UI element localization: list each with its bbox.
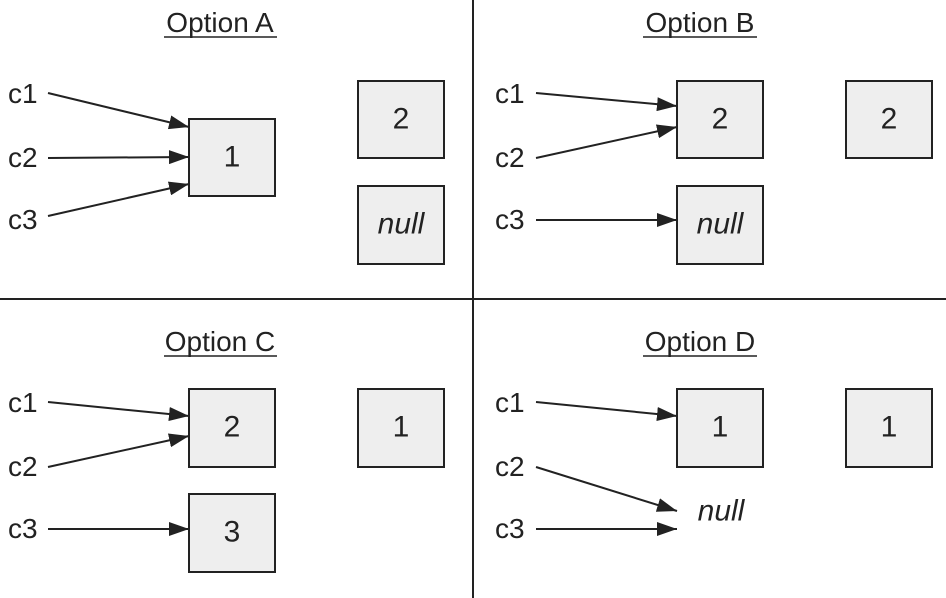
object-value: 3 — [224, 516, 241, 549]
object-box: null — [357, 185, 445, 265]
reference-arrow — [535, 466, 678, 512]
panel-title: Option B — [646, 7, 755, 38]
object-value: 2 — [393, 103, 410, 136]
reference-arrow — [47, 181, 190, 217]
object-value: 1 — [881, 411, 898, 444]
reference-label-c3: c3 — [495, 513, 525, 544]
object-value: 2 — [712, 103, 729, 136]
object-box: 1 — [357, 388, 445, 468]
reference-label-c1: c1 — [495, 387, 525, 418]
object-box: 2 — [845, 80, 933, 159]
reference-label-c3: c3 — [8, 513, 38, 544]
object-value: 1 — [224, 141, 241, 174]
panel-option-b: Option B c1 c2 c3 2 null 2 — [495, 7, 933, 265]
reference-label-c2: c2 — [8, 451, 38, 482]
object-box: 1 — [188, 118, 276, 197]
reference-label-c1: c1 — [8, 387, 38, 418]
reference-arrow — [535, 92, 678, 112]
object-box: 2 — [188, 388, 276, 468]
reference-label-c3: c3 — [8, 204, 38, 235]
reference-label-c2: c2 — [495, 451, 525, 482]
reference-label-c1: c1 — [8, 78, 38, 109]
object-box: 1 — [676, 388, 764, 468]
reference-label-c3: c3 — [495, 204, 525, 235]
panel-title: Option A — [166, 7, 274, 38]
object-value: 1 — [393, 411, 410, 444]
reference-label-c2: c2 — [8, 142, 38, 173]
object-box: 1 — [845, 388, 933, 468]
reference-arrow — [47, 401, 190, 421]
reference-label-c1: c1 — [495, 78, 525, 109]
object-value: 2 — [881, 103, 898, 136]
panel-option-d: Option D c1 c2 c3 1 1 null — [495, 326, 933, 544]
reference-arrow — [47, 150, 190, 165]
object-box: null — [676, 185, 764, 265]
panel-option-a: Option A c1 c2 c3 1 2 null — [8, 7, 445, 265]
object-value: null — [378, 208, 426, 241]
object-box: 2 — [676, 80, 764, 159]
object-value: 2 — [224, 411, 241, 444]
object-value: 1 — [712, 411, 729, 444]
reference-label-c2: c2 — [495, 142, 525, 173]
panel-title: Option C — [165, 326, 276, 357]
panel-title: Option D — [645, 326, 756, 357]
object-value: null — [697, 208, 745, 241]
object-box: 2 — [357, 80, 445, 159]
reference-arrow — [535, 124, 678, 159]
reference-arrow — [47, 92, 190, 130]
panel-option-c: Option C c1 c2 c3 2 3 1 — [8, 326, 445, 573]
object-box: 3 — [188, 493, 276, 573]
reference-arrow — [47, 433, 190, 468]
reference-arrow — [535, 401, 678, 421]
null-label: null — [698, 495, 746, 528]
